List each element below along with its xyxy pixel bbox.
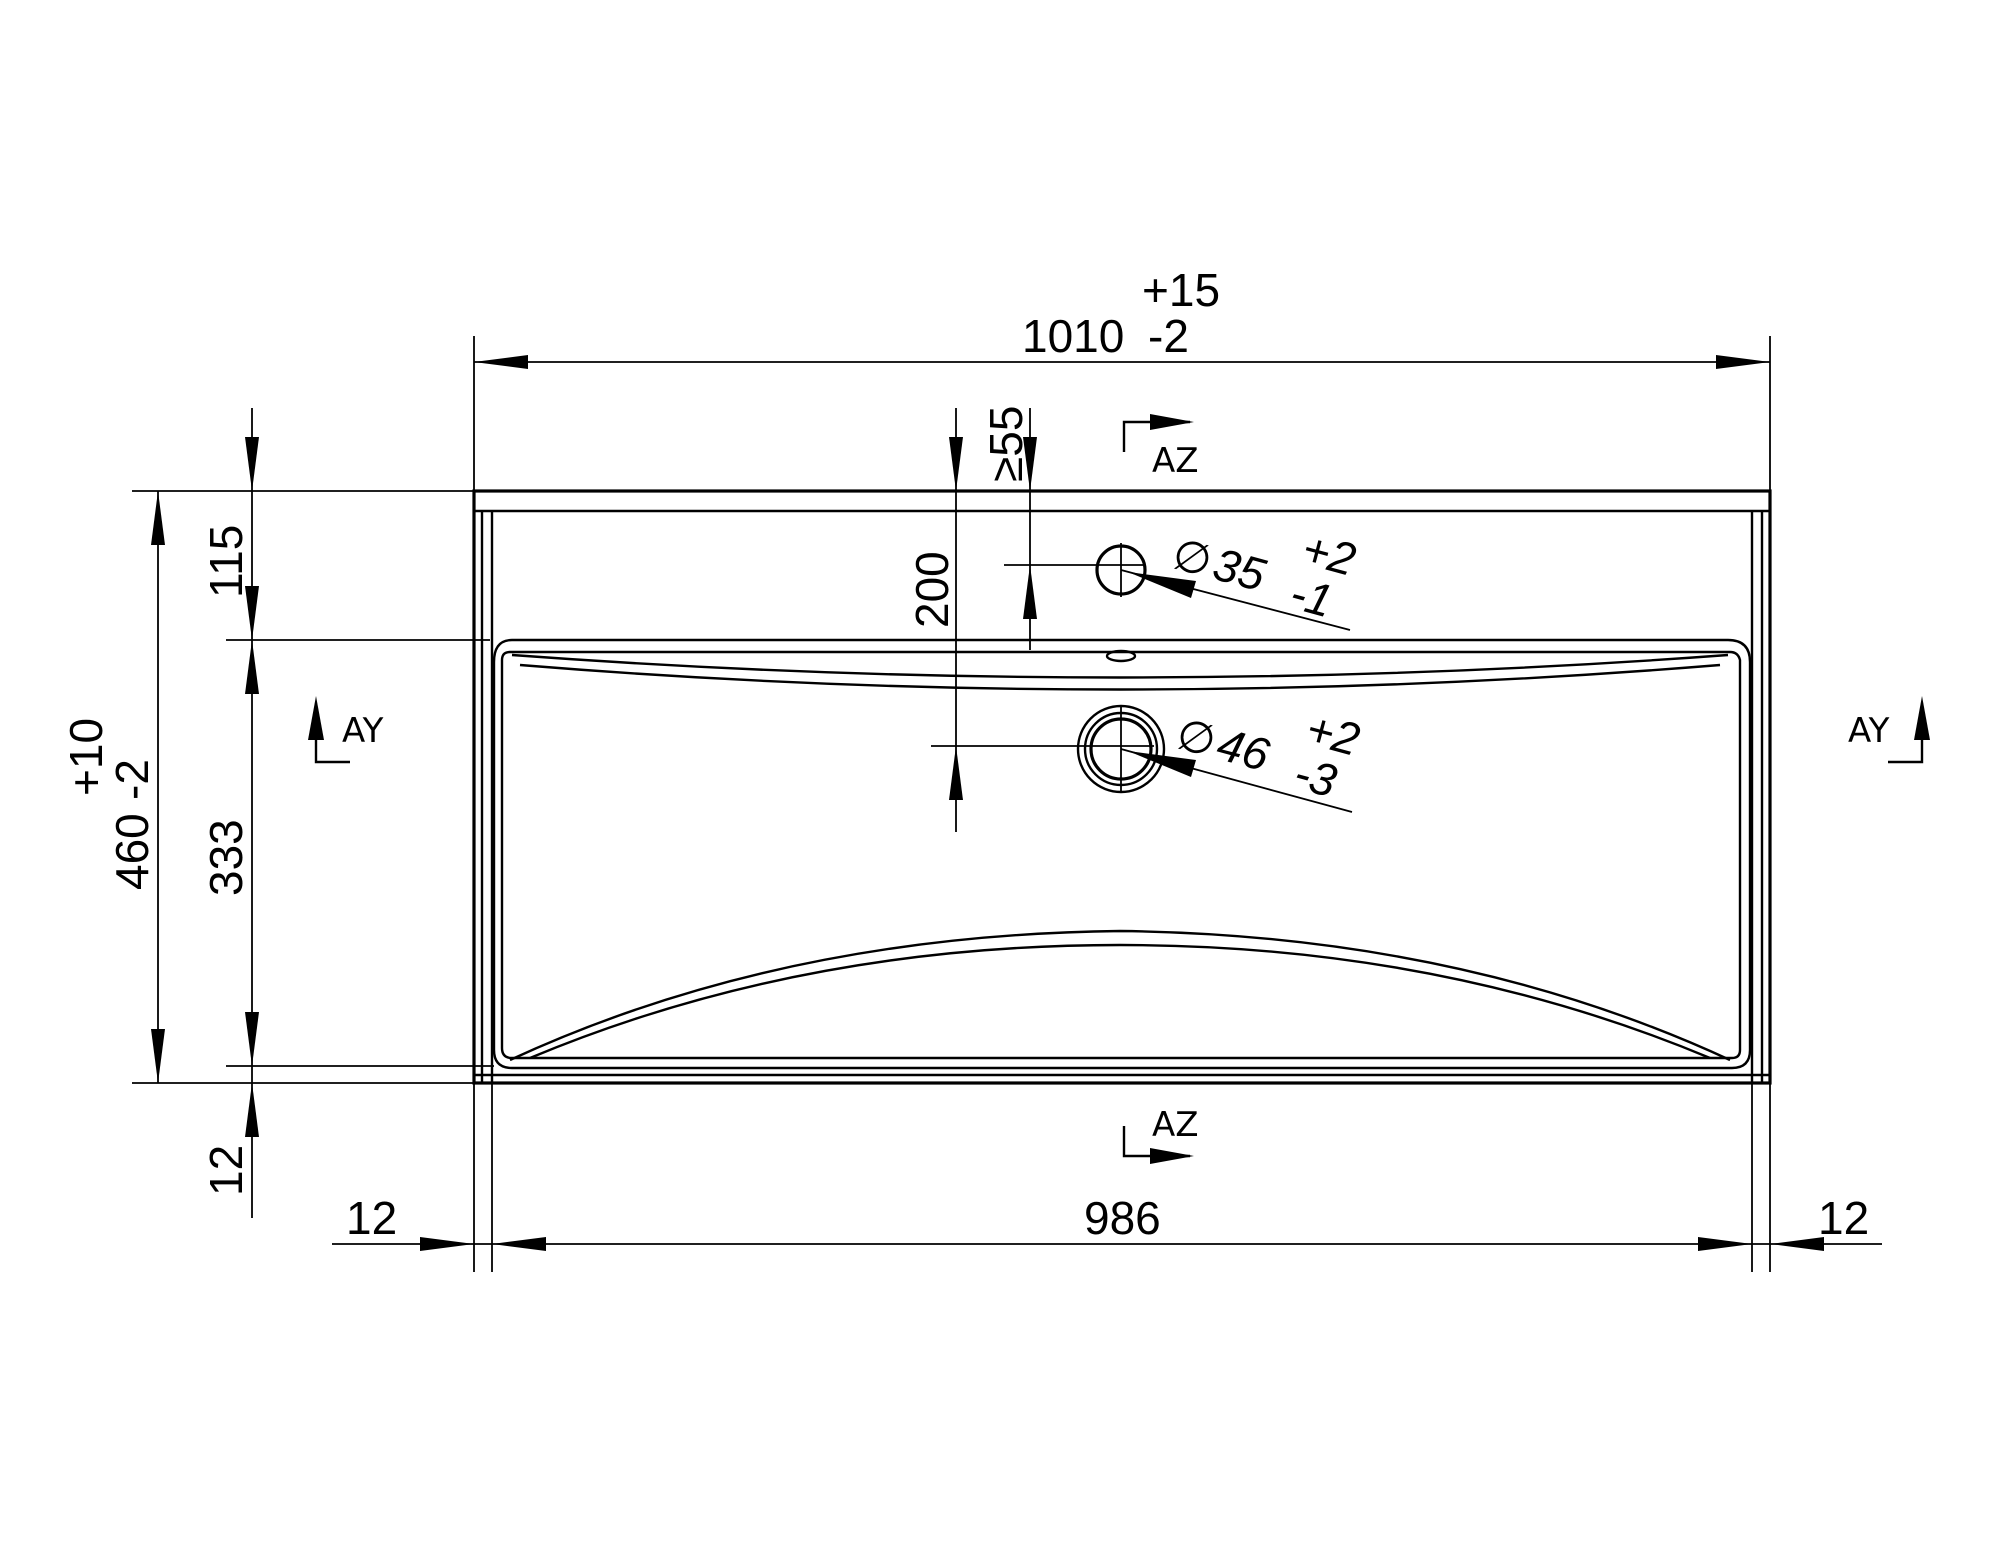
overall-depth-tol-upper: +10 (60, 718, 112, 796)
tap-hole-value: 35 (1208, 537, 1271, 601)
drain-hole-value: 46 (1212, 717, 1275, 781)
section-marker-right (1888, 696, 1930, 764)
overall-width-value: 1010 (1022, 310, 1124, 362)
drain-hole-leader (1120, 748, 1353, 813)
front-rim-value: 12 (200, 1145, 252, 1196)
drain-hole (931, 704, 1166, 794)
tap-hole-min-offset-value: ≥55 (980, 406, 1032, 482)
basin-depth-value: 333 (200, 819, 252, 896)
section-marker-left (308, 696, 350, 764)
left-chain-dimension (226, 408, 494, 1218)
back-to-basin-value: 115 (200, 525, 252, 598)
side-rim-right-value: 12 (1818, 1192, 1869, 1244)
overall-width-tol-upper: +15 (1142, 264, 1220, 316)
basin-width-value: 986 (1084, 1192, 1161, 1244)
overall-width-dimension (473, 336, 1771, 491)
section-label-ay-left: AY (342, 711, 384, 751)
overall-depth-value: 460 (106, 813, 158, 890)
drain-hole-callout: ∅ 46 +2 -3 (1171, 702, 1365, 807)
tap-hole-position-dimension (949, 408, 1037, 832)
overall-width-tol-lower: -2 (1148, 310, 1189, 362)
drain-hole-tol-lower: -3 (1289, 746, 1342, 807)
overall-depth-tol-lower: -2 (106, 759, 158, 800)
tap-hole-distance-value: 200 (906, 551, 958, 628)
tap-hole-tol-lower: -1 (1285, 566, 1338, 627)
section-label-az-top: AZ (1152, 441, 1199, 481)
section-label-az-bottom: AZ (1152, 1105, 1199, 1145)
side-rim-left-value: 12 (346, 1192, 397, 1244)
section-marker-bottom (1122, 1126, 1194, 1164)
tap-hole-leader (1120, 569, 1351, 631)
section-marker-top (1122, 414, 1194, 452)
bowl-outline (492, 638, 1752, 1070)
section-label-ay-right: AY (1848, 711, 1890, 751)
overall-depth-dimension (132, 490, 474, 1084)
bottom-chain-dimension (332, 1083, 1882, 1272)
basin-outline (472, 489, 1772, 1085)
